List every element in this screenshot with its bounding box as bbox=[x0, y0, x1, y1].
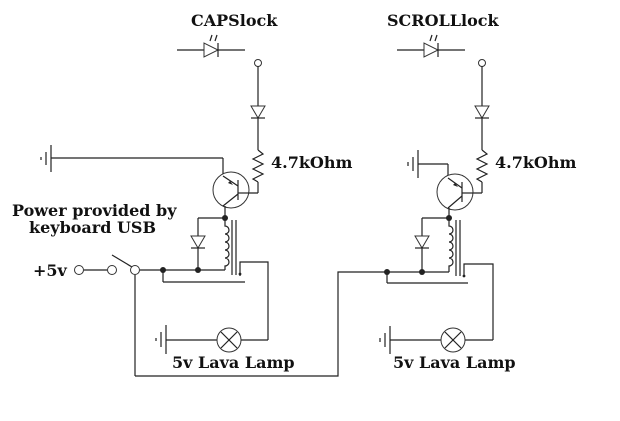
ground-2-icon bbox=[155, 325, 167, 354]
switch-lever bbox=[111, 254, 133, 268]
resistor-left-icon bbox=[251, 149, 265, 183]
relay-right-icon bbox=[448, 218, 494, 340]
power-note-line2: keyboard USB bbox=[29, 218, 156, 237]
lamp-left-label: 5v Lava Lamp bbox=[172, 353, 295, 372]
transistor-left-icon bbox=[212, 171, 250, 209]
ground-1-icon bbox=[40, 145, 52, 172]
resistor-left-label: 4.7kOhm bbox=[271, 153, 352, 172]
lamp-right-label: 5v Lava Lamp bbox=[393, 353, 516, 372]
lamp-left-icon bbox=[216, 327, 242, 353]
ground-3-icon bbox=[407, 150, 419, 178]
diode-left-icon bbox=[250, 105, 266, 119]
supply-terminal-icon bbox=[74, 265, 84, 275]
lamp-right-icon bbox=[440, 327, 466, 353]
led-scroll-icon bbox=[397, 34, 465, 58]
supply-label: +5v bbox=[33, 261, 68, 280]
scroll-title: SCROLLlock bbox=[387, 11, 500, 30]
junction-dot bbox=[195, 267, 201, 273]
resistor-right-label: 4.7kOhm bbox=[495, 153, 576, 172]
terminal-left-icon bbox=[254, 59, 262, 67]
resistor-right-icon bbox=[475, 149, 489, 183]
terminal-right-icon bbox=[478, 59, 486, 67]
flyback-left-icon bbox=[190, 235, 206, 249]
power-note-line1: Power provided by bbox=[12, 201, 177, 220]
ground-4-icon bbox=[379, 326, 391, 354]
caps-title: CAPSlock bbox=[191, 11, 278, 30]
diode-right-icon bbox=[474, 105, 490, 119]
switch-common-icon bbox=[130, 265, 140, 275]
flyback-right-icon bbox=[414, 235, 430, 249]
led-caps-icon bbox=[177, 34, 245, 58]
junction-dot bbox=[419, 269, 425, 275]
switch-terminal-icon bbox=[107, 265, 117, 275]
transistor-right-icon bbox=[436, 173, 474, 211]
relay-left-icon bbox=[224, 218, 269, 340]
